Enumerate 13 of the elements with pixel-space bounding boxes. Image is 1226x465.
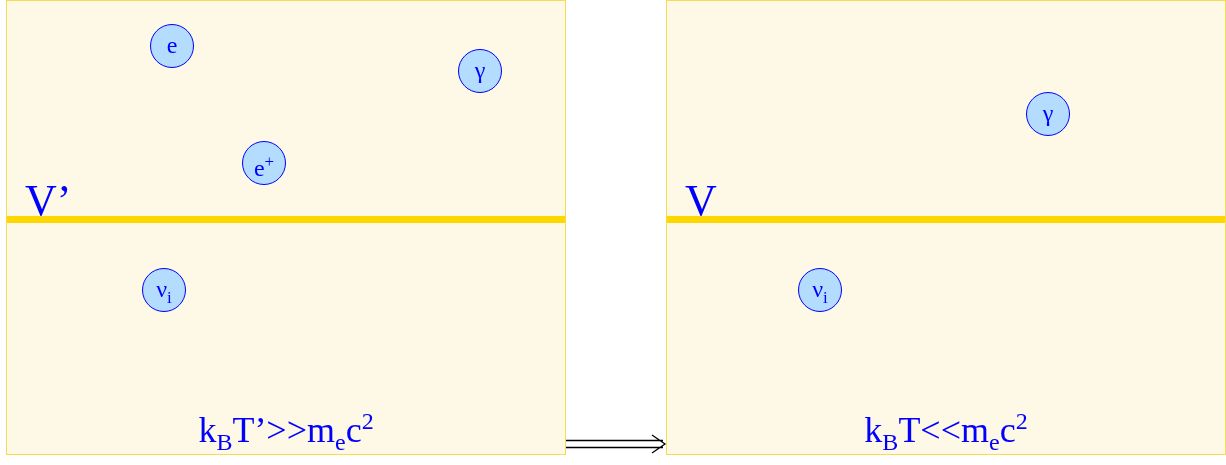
volume-label: V’: [25, 179, 72, 223]
volume-label: V: [685, 179, 717, 223]
volume-box: [6, 0, 566, 455]
condition-formula: k$_{B}$T<<m$_{e}$c$^{2}$: [864, 407, 1028, 458]
condition-formula: k$_{B}$T’>>m$_{e}$c$^{2}$: [198, 407, 374, 458]
volume-box: [666, 0, 1226, 455]
particle-circle: e: [150, 24, 194, 68]
particle-circle: γ: [458, 49, 502, 93]
implies-arrow: [565, 434, 667, 454]
particle-circle: ν$_{i}$: [142, 268, 186, 312]
particle-circle: γ: [1026, 92, 1070, 136]
particle-circle: ν$_{i}$: [798, 268, 842, 312]
particle-circle: e$^{+}$: [242, 141, 286, 185]
